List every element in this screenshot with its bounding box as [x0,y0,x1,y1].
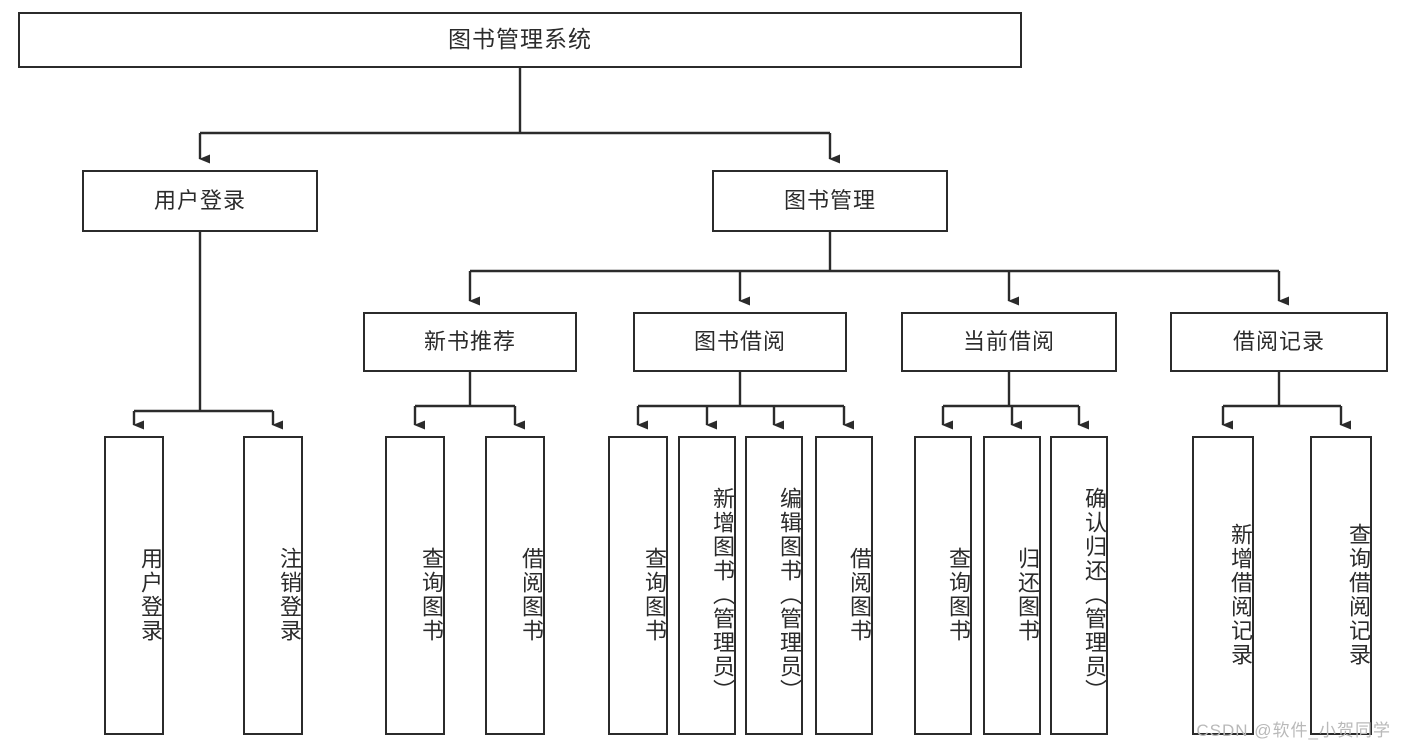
node-label: 查询借阅记录 [1346,522,1371,667]
watermark: CSDN @软件_小贺同学 [1196,721,1391,740]
node-l4[interactable]: 借阅图书 [485,436,545,735]
node-current[interactable]: 当前借阅 [901,312,1117,372]
node-label: 查询图书 [642,546,667,643]
node-l10[interactable]: 归还图书 [983,436,1041,735]
node-root[interactable]: 图书管理系统 [18,12,1022,68]
node-l7[interactable]: 编辑图书（管理员） [745,436,803,735]
node-label: 归还图书 [1015,546,1040,643]
node-label: 新书推荐 [423,328,516,354]
node-label: 新增借阅记录 [1228,522,1253,667]
node-label: 借阅记录 [1232,328,1325,354]
node-newbook[interactable]: 新书推荐 [363,312,577,372]
node-login[interactable]: 用户登录 [82,170,318,232]
node-l3[interactable]: 查询图书 [385,436,445,735]
node-label: 确认归还（管理员） [1082,486,1107,703]
node-label: 借阅图书 [519,546,544,643]
node-records[interactable]: 借阅记录 [1170,312,1388,372]
node-bookmgmt[interactable]: 图书管理 [712,170,948,232]
node-label: 注销登录 [277,546,302,643]
node-label: 用户登录 [138,546,163,643]
node-l8[interactable]: 借阅图书 [815,436,873,735]
node-label: 查询图书 [946,546,971,643]
node-label: 用户登录 [153,187,246,213]
node-l5[interactable]: 查询图书 [608,436,668,735]
node-label: 查询图书 [419,546,444,643]
node-label: 图书管理系统 [448,26,592,53]
node-borrow[interactable]: 图书借阅 [633,312,847,372]
node-label: 图书借阅 [693,328,786,354]
node-label: 编辑图书（管理员） [777,486,802,703]
node-l9[interactable]: 查询图书 [914,436,972,735]
node-l11[interactable]: 确认归还（管理员） [1050,436,1108,735]
node-label: 图书管理 [783,187,876,213]
node-l12[interactable]: 新增借阅记录 [1192,436,1254,735]
node-l6[interactable]: 新增图书（管理员） [678,436,736,735]
node-label: 当前借阅 [962,328,1055,354]
node-l1[interactable]: 用户登录 [104,436,164,735]
node-label: 新增图书（管理员） [710,486,735,703]
node-l2[interactable]: 注销登录 [243,436,303,735]
node-label: 借阅图书 [847,546,872,643]
node-l13[interactable]: 查询借阅记录 [1310,436,1372,735]
